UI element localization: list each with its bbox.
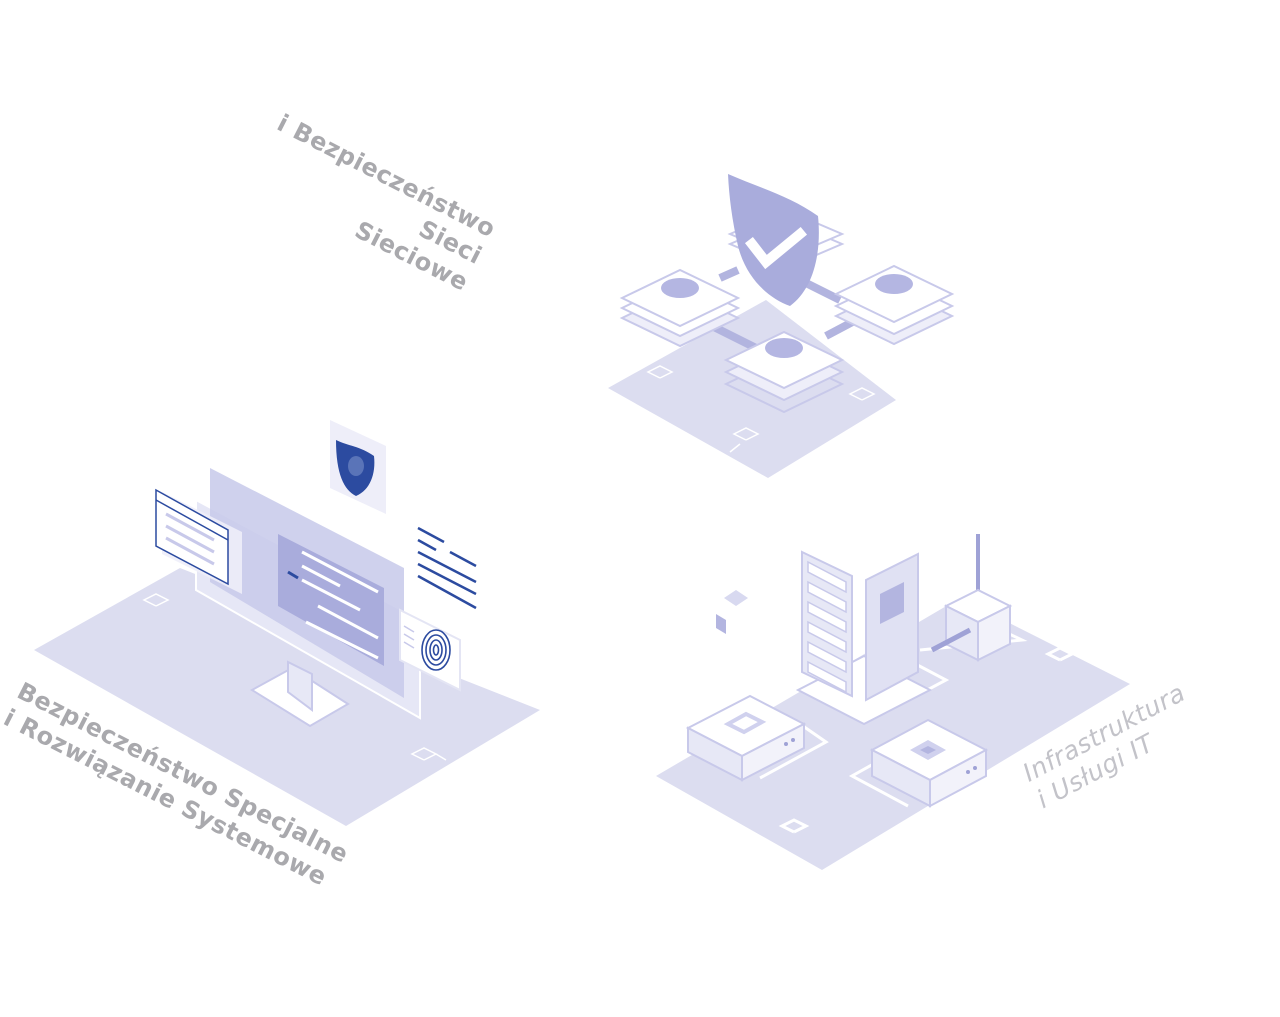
code-lines [301, 550, 379, 660]
infrastructure-platform [656, 598, 1130, 870]
network-device-right [869, 718, 989, 808]
antenna-box-icon [930, 534, 1013, 662]
server-stack-right [833, 264, 955, 346]
monitor-screen [195, 468, 421, 720]
network-device-left [685, 694, 807, 782]
network-section [608, 174, 955, 478]
floating-cubes [716, 590, 748, 634]
shield-badge-icon [330, 420, 386, 514]
server-rack-icon [795, 550, 933, 726]
security-section [34, 420, 540, 826]
floating-window-panel [155, 488, 242, 594]
shield-check-icon [728, 174, 819, 306]
server-stack-front [723, 330, 845, 414]
text-lines-decoration [417, 526, 477, 610]
security-circuit-lines [142, 593, 447, 761]
server-stack-left [619, 268, 741, 348]
fingerprint-icon [399, 608, 461, 692]
monitor-stand [250, 660, 350, 728]
network-circuit-lines [646, 365, 876, 453]
infrastructure-section [656, 534, 1130, 870]
